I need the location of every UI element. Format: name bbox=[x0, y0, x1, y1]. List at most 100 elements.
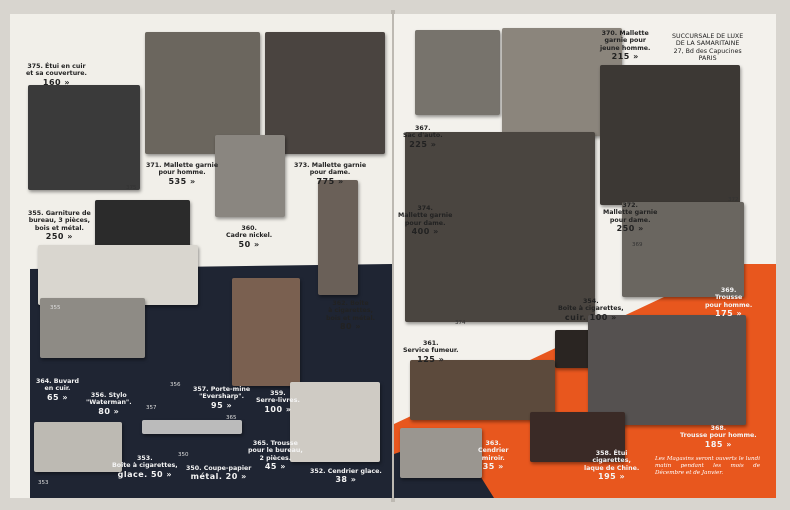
reference-number: 357 bbox=[146, 405, 157, 411]
item-description: 369. bbox=[720, 287, 737, 294]
item-price: glace. 50 » bbox=[117, 469, 173, 479]
item-price: 35 » bbox=[482, 462, 504, 472]
item-description: bureau, 3 pièces, bbox=[28, 217, 91, 225]
item-description: Serre-livres. bbox=[256, 397, 300, 405]
item-description: 358. Étui bbox=[595, 450, 628, 457]
item-price: 125 » bbox=[417, 354, 445, 364]
item-description: 356. Stylo bbox=[90, 392, 127, 399]
item-description: 367. bbox=[415, 125, 431, 132]
item-description: 363. bbox=[485, 440, 502, 447]
catalog-item-label: 360.Cadre nickel.50 » bbox=[226, 225, 272, 249]
coupe-papier-photo bbox=[142, 420, 242, 434]
item-description: Boîte à cigarettes, bbox=[112, 462, 178, 470]
boite-bois-photo bbox=[318, 180, 358, 295]
item-description: 361. bbox=[422, 340, 439, 347]
item-description: Cendrier bbox=[478, 447, 509, 455]
store-address-line: SUCCURSALE DE LUXE bbox=[672, 33, 744, 40]
opening-hours-note: Les Magasins seront ouverts le lundi mat… bbox=[655, 456, 760, 476]
item-description: jeune homme. bbox=[600, 44, 651, 52]
item-price: 215 » bbox=[611, 52, 639, 62]
item-description: 371. Mallette garnie bbox=[146, 162, 219, 169]
item-price: métal. 20 » bbox=[190, 472, 247, 482]
item-description: 362. Boîte bbox=[332, 300, 369, 307]
trousse-369-photo bbox=[622, 202, 744, 297]
item-description: 364. Buvard bbox=[36, 378, 79, 385]
item-description: en cuir. bbox=[44, 385, 71, 393]
reference-number: 356 bbox=[170, 382, 181, 388]
item-price: 38 » bbox=[335, 475, 357, 485]
item-price: 80 » bbox=[98, 406, 120, 416]
item-description: 353. bbox=[137, 455, 153, 462]
item-description: 372. bbox=[622, 202, 638, 209]
item-price: cuir. 100 » bbox=[564, 312, 617, 322]
item-description: 375. Étui en cuir bbox=[27, 63, 86, 70]
item-description: 365. Trousse bbox=[252, 440, 298, 447]
catalog-item-label: 356. Stylo"Waterman".80 » bbox=[86, 392, 132, 416]
item-description: Mallette garnie bbox=[398, 212, 453, 220]
catalog-item-label: 354.Boîte à cigarettes,cuir. 100 » bbox=[558, 298, 624, 322]
sac-auto-photo bbox=[415, 30, 500, 115]
trousse-368-photo bbox=[588, 315, 746, 425]
reference-number: 369 bbox=[632, 242, 643, 248]
item-description: pour dame. bbox=[309, 169, 351, 177]
item-description: 368. bbox=[710, 425, 727, 432]
mallette-373-photo bbox=[265, 32, 385, 154]
reference-number: 355 bbox=[50, 305, 61, 311]
leather-cover-photo bbox=[28, 85, 140, 190]
mallette-374-photo bbox=[405, 132, 595, 322]
item-description: 350. Coupe-papier bbox=[186, 465, 252, 472]
item-description: "Eversharp". bbox=[199, 393, 244, 401]
reference-number: 350 bbox=[178, 452, 189, 458]
cadre-nickel-photo bbox=[215, 135, 285, 217]
item-description: miroir. bbox=[481, 454, 505, 462]
item-description: Cadre nickel. bbox=[226, 232, 273, 240]
item-description: pour dame. bbox=[609, 216, 651, 224]
reference-number: 353 bbox=[38, 480, 49, 486]
catalog-item-label: 357. Porte-mine"Eversharp".95 » bbox=[193, 386, 250, 410]
item-price: 160 » bbox=[42, 77, 71, 87]
item-price: 185 » bbox=[704, 439, 732, 449]
cendrier-glace-photo bbox=[290, 382, 380, 462]
item-price: 80 » bbox=[339, 322, 362, 332]
store-address-line: DE LA SAMARITAINE bbox=[675, 40, 740, 48]
catalog-item-label: 352. Cendrier glace.38 » bbox=[310, 468, 382, 484]
reference-number: 372 bbox=[728, 197, 739, 203]
item-description: pour le bureau, bbox=[248, 447, 303, 455]
item-price: 45 » bbox=[264, 462, 286, 472]
item-price: 535 » bbox=[168, 176, 196, 186]
item-price: 250 » bbox=[616, 224, 644, 234]
item-description: pour homme. bbox=[158, 169, 206, 177]
serre-livres-photo bbox=[232, 278, 300, 386]
catalog-item-label: 367.Sac d'auto.225 » bbox=[403, 125, 443, 149]
reference-number: 374 bbox=[455, 320, 466, 326]
item-description: Trousse bbox=[714, 294, 743, 302]
item-description: à cigarettes, bbox=[328, 307, 373, 315]
item-description: pour dame. bbox=[404, 219, 446, 227]
item-description: 355. Garniture de bbox=[28, 210, 91, 217]
item-description: Boîte à cigarettes, bbox=[558, 305, 624, 313]
item-description: cigarettes, bbox=[592, 457, 631, 465]
item-description: 359. bbox=[270, 390, 286, 397]
item-description: 357. Porte-mine bbox=[193, 386, 251, 393]
item-price: 195 » bbox=[598, 472, 626, 482]
item-price: 250 » bbox=[45, 232, 73, 242]
store-address-line: PARIS bbox=[698, 55, 717, 63]
item-description: laque de Chine. bbox=[584, 464, 640, 472]
item-price: 50 » bbox=[238, 239, 260, 249]
item-description: et sa couverture. bbox=[26, 70, 87, 78]
catalog-item-label: 368.Trousse pour homme.185 » bbox=[680, 425, 757, 449]
mallette-371-photo bbox=[145, 32, 260, 154]
item-price: 95 » bbox=[211, 400, 233, 410]
item-price: 65 » bbox=[46, 392, 69, 402]
